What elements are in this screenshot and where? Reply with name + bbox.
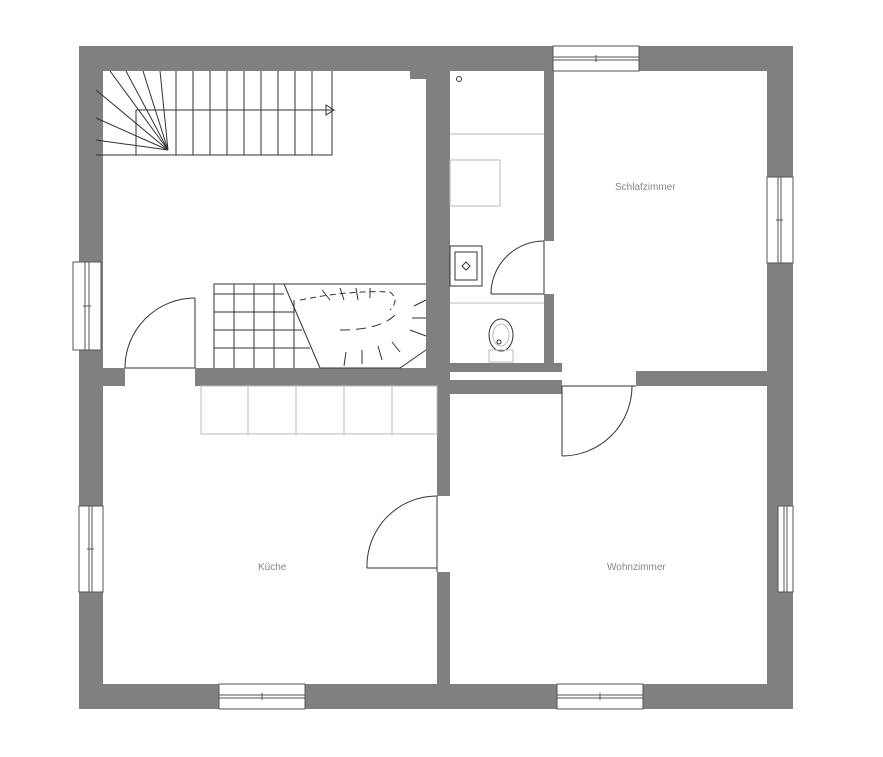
sink-icon (449, 245, 483, 287)
wall-hall-bath (426, 71, 442, 372)
wall-bath-left (442, 71, 450, 372)
window-right-bedroom (766, 176, 794, 264)
window-left-hall (72, 261, 102, 351)
stair-treads-lower (213, 283, 427, 369)
outer-wall-top (79, 46, 793, 71)
window-right-living (777, 505, 794, 593)
wall-bath-bed-upper (544, 71, 554, 241)
wall-bath-bottom (442, 363, 562, 372)
shower-icon (456, 76, 462, 82)
wall-living-top-small (442, 380, 562, 394)
door-bath (490, 240, 545, 295)
wall-bath-bed-lower (544, 294, 554, 372)
door-hall-kitchen (124, 297, 196, 369)
room-labels: Schlafzimmer Küche Wohnzimmer (258, 182, 676, 573)
toilet-icon (488, 318, 514, 363)
room-label-kueche: Küche (258, 562, 287, 573)
stair-treads-upper (95, 70, 313, 155)
window-top-bedroom (552, 45, 640, 72)
wall-bed-bottom (636, 371, 767, 386)
staircase (95, 70, 427, 369)
doors (124, 240, 636, 572)
wall-kitchen-living-upper (437, 386, 450, 496)
wall-hall-bottom-left (79, 368, 125, 386)
door-kitchen-living (366, 495, 438, 572)
bathroom-fixtures (449, 76, 544, 363)
outer-wall-bottom (79, 684, 793, 709)
interior-walls (79, 71, 767, 684)
window-bottom-living (556, 683, 644, 710)
room-label-wohnzimmer: Wohnzimmer (607, 562, 666, 573)
wall-hall-bottom (195, 368, 450, 386)
window-bottom-kitchen (218, 683, 306, 710)
door-living-bedroom (561, 385, 636, 457)
windows (72, 45, 794, 710)
outer-wall-right (767, 46, 793, 709)
stair-wall-notch (410, 71, 426, 79)
window-left-kitchen (78, 505, 104, 593)
kitchen-counter (200, 385, 438, 435)
room-label-schlafzimmer: Schlafzimmer (615, 182, 676, 193)
wall-kitchen-living-lower (437, 572, 450, 684)
